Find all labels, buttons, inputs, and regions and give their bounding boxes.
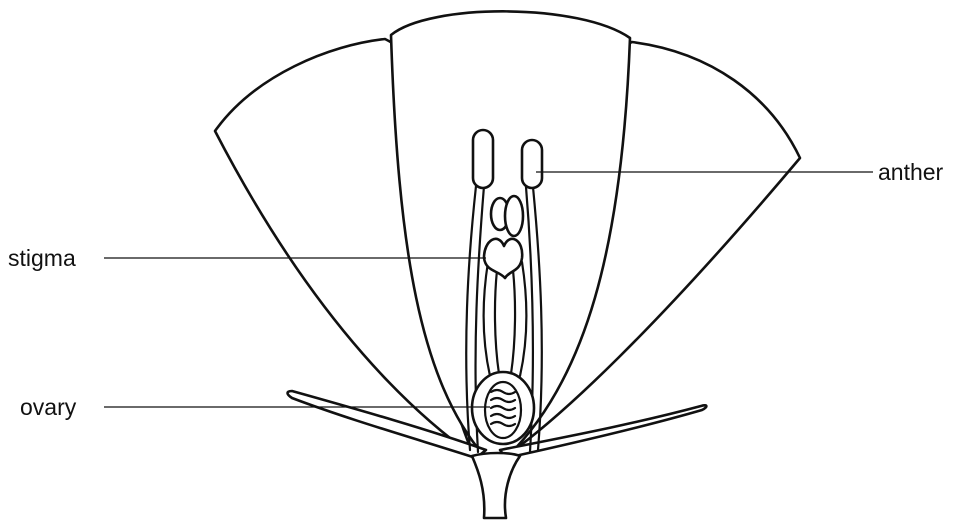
anther-label: anther <box>878 159 944 185</box>
stigma-label: stigma <box>8 245 76 271</box>
left-anther <box>473 130 493 188</box>
ovary-label: ovary <box>20 394 77 420</box>
flower-stalk <box>472 453 520 518</box>
right-anther <box>522 140 542 188</box>
pollen-grain-right <box>505 196 523 236</box>
